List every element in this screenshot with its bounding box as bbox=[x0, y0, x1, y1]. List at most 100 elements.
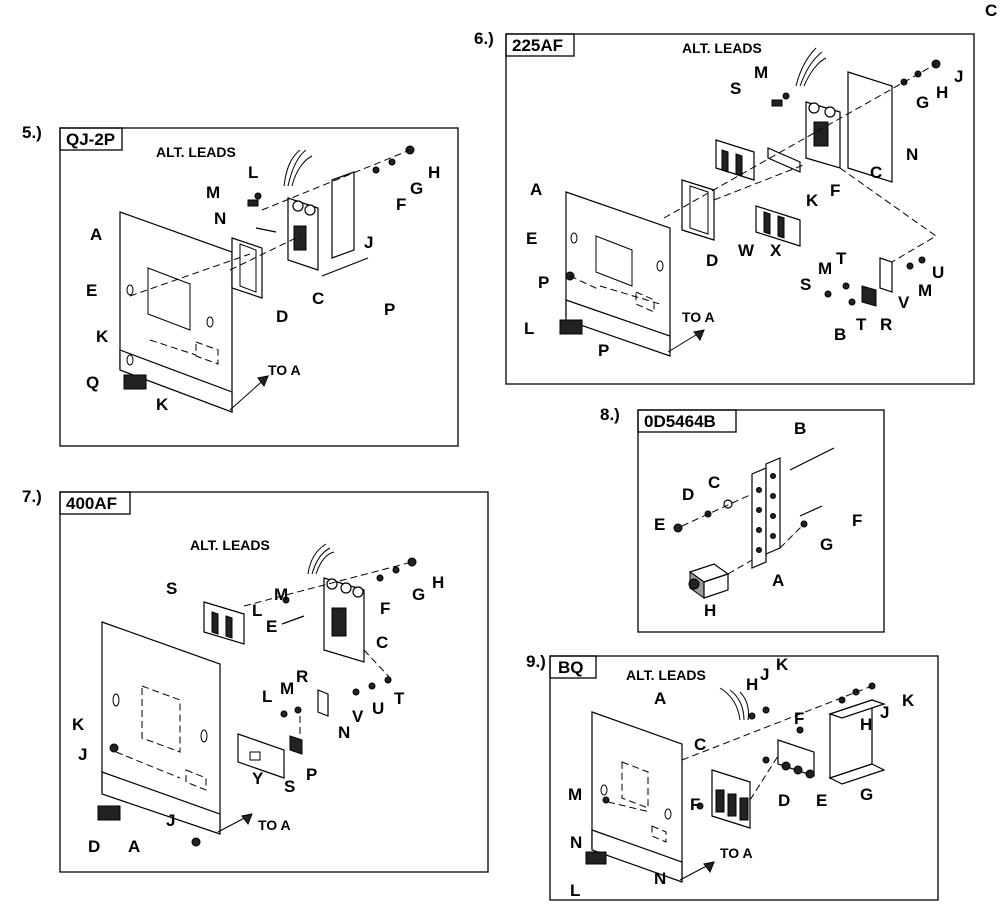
terminal-block-e bbox=[777, 739, 815, 779]
label-m-lower: M bbox=[818, 259, 832, 278]
long-bolt bbox=[321, 257, 369, 277]
label-g: G bbox=[860, 785, 873, 804]
to-a-label: TO A bbox=[682, 309, 715, 325]
back-plate bbox=[119, 211, 233, 413]
lug-r bbox=[861, 285, 877, 307]
label-s: S bbox=[166, 579, 177, 598]
label-l: L bbox=[252, 601, 262, 620]
label-e: E bbox=[86, 281, 97, 300]
terminal-shield-s bbox=[203, 601, 245, 645]
label-w: W bbox=[738, 241, 755, 260]
label-n: N bbox=[214, 209, 226, 228]
alt-leads-label: ALT. LEADS bbox=[190, 537, 270, 553]
label-l-lower: L bbox=[262, 687, 272, 706]
label-c: C bbox=[708, 473, 720, 492]
label-k: K bbox=[776, 655, 789, 674]
label-f: F bbox=[380, 599, 390, 618]
label-d: D bbox=[778, 791, 790, 810]
label-y: Y bbox=[252, 769, 264, 788]
panel-5-title: QJ-2P bbox=[66, 130, 115, 149]
panel-5-title-box bbox=[59, 127, 123, 151]
label-g: G bbox=[820, 535, 833, 554]
label-m: M bbox=[568, 785, 582, 804]
back-plate bbox=[101, 621, 221, 835]
label-j: J bbox=[760, 665, 769, 684]
nut-e bbox=[673, 523, 683, 533]
alt-leads-label: ALT. LEADS bbox=[156, 144, 236, 160]
label-m: M bbox=[206, 183, 220, 202]
label-j: J bbox=[954, 67, 963, 86]
label-x: X bbox=[770, 241, 782, 260]
back-plate bbox=[565, 191, 671, 357]
label-c: C bbox=[312, 289, 324, 308]
label-d: D bbox=[706, 251, 718, 270]
label-t-lower: T bbox=[856, 315, 867, 334]
terminal-shield-x bbox=[755, 205, 801, 247]
to-a-label: TO A bbox=[258, 817, 291, 833]
label-l: L bbox=[524, 319, 534, 338]
panel-9-title: BQ bbox=[558, 658, 584, 677]
label-h: H bbox=[428, 163, 440, 182]
label-e: E bbox=[654, 515, 665, 534]
panel-6-frame bbox=[505, 33, 975, 385]
screw-f bbox=[799, 505, 823, 517]
panel-6-title: 225AF bbox=[512, 36, 563, 55]
to-a-label: TO A bbox=[720, 845, 753, 861]
label-s: S bbox=[730, 79, 741, 98]
alt-leads-wires bbox=[719, 687, 749, 721]
alt-leads-wires bbox=[795, 47, 827, 87]
lug-p bbox=[289, 735, 303, 755]
label-h-right: H bbox=[860, 715, 872, 734]
label-p: P bbox=[384, 300, 395, 319]
label-h: H bbox=[704, 601, 716, 620]
label-n: N bbox=[570, 833, 582, 852]
label-q bbox=[123, 374, 147, 390]
alt-leads-wires bbox=[283, 149, 313, 187]
panel-8-title: 0D5464B bbox=[644, 412, 716, 431]
label-h: H bbox=[936, 83, 948, 102]
label-u: U bbox=[932, 263, 944, 282]
label-d: D bbox=[88, 837, 100, 856]
escutcheon-frame bbox=[231, 237, 263, 299]
label-a: A bbox=[530, 180, 542, 199]
label-c: C bbox=[870, 163, 882, 182]
panel-9-frame bbox=[549, 655, 939, 901]
alt-leads-label: ALT. LEADS bbox=[626, 667, 706, 683]
label-k: K bbox=[72, 715, 85, 734]
label-v: V bbox=[898, 293, 910, 312]
terminal-bar-a bbox=[751, 457, 781, 569]
label-f: F bbox=[396, 195, 406, 214]
lug-h bbox=[688, 563, 730, 599]
back-plate bbox=[591, 711, 683, 883]
terminal-shield-y bbox=[237, 733, 285, 779]
label-j-right: J bbox=[880, 703, 889, 722]
label-m: M bbox=[274, 585, 288, 604]
bracket-g bbox=[828, 699, 886, 785]
label-d: D bbox=[682, 485, 694, 504]
panel-5-number: 5.) bbox=[22, 123, 42, 142]
panel-9-title-box bbox=[549, 655, 597, 679]
escutcheon-frame bbox=[681, 179, 715, 241]
label-f: F bbox=[794, 709, 804, 728]
corner-mark: C bbox=[985, 1, 997, 20]
label-n-lower: N bbox=[654, 869, 666, 888]
panel-7-number: 7.) bbox=[22, 487, 42, 506]
panel-bq: 9.) BQ bbox=[526, 652, 939, 901]
panel-6-number: 6.) bbox=[474, 29, 494, 48]
label-p: P bbox=[538, 273, 549, 292]
label-a: A bbox=[654, 689, 666, 708]
label-r: R bbox=[880, 315, 892, 334]
panel-400af: 7.) 400AF bbox=[22, 487, 489, 873]
label-t: T bbox=[836, 249, 847, 268]
label-a: A bbox=[772, 571, 784, 590]
to-a-label: TO A bbox=[268, 362, 301, 378]
label-f: F bbox=[830, 181, 840, 200]
label-b: B bbox=[794, 419, 806, 438]
alt-leads-wires bbox=[307, 543, 335, 575]
label-g: G bbox=[916, 93, 929, 112]
label-d: D bbox=[276, 307, 288, 326]
panel-6-title-box bbox=[505, 33, 575, 57]
circuit-breaker bbox=[711, 769, 751, 829]
circuit-breaker bbox=[323, 577, 365, 663]
